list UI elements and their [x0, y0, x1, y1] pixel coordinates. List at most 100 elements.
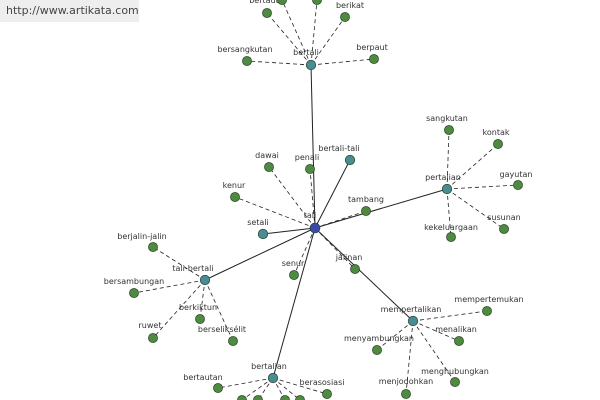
- branch-node[interactable]: [441, 183, 453, 195]
- branch-node[interactable]: [257, 228, 269, 240]
- branch-node[interactable]: [267, 372, 279, 384]
- leaf-node[interactable]: [253, 395, 263, 400]
- leaf-node[interactable]: [195, 314, 205, 324]
- leaf-label: penali: [295, 153, 319, 162]
- branch-label: bertalian: [251, 362, 287, 371]
- leaf-node[interactable]: [444, 125, 454, 135]
- edge-hub-leaf: [293, 227, 316, 276]
- leaf-node[interactable]: [361, 206, 371, 216]
- leaf-node[interactable]: [340, 12, 350, 22]
- branch-node[interactable]: [344, 154, 356, 166]
- edge-mempertalikan-leaf: [376, 320, 414, 351]
- edge-bertali-leaf: [266, 12, 312, 66]
- graph-edges: [133, 0, 519, 400]
- edge-bertali-leaf: [310, 58, 375, 66]
- leaf-node[interactable]: [213, 383, 223, 393]
- edge-bertalian-leaf: [272, 377, 301, 400]
- graph-nodes: [129, 0, 523, 400]
- leaf-label: jalinan: [335, 253, 363, 262]
- leaf-node[interactable]: [242, 56, 252, 66]
- leaf-node[interactable]: [280, 395, 290, 400]
- branch-label: mempertalikan: [381, 305, 442, 314]
- hub-node[interactable]: [309, 222, 321, 234]
- branch-label: setali: [247, 218, 269, 227]
- edge-hub-bertali-tali: [314, 159, 351, 229]
- edge-pertalian-leaf: [446, 188, 505, 230]
- leaf-node[interactable]: [264, 162, 274, 172]
- leaf-label: susunan: [487, 213, 521, 222]
- leaf-node[interactable]: [289, 270, 299, 280]
- leaf-node[interactable]: [148, 333, 158, 343]
- edge-tali-bertali-leaf: [133, 279, 206, 294]
- leaf-node[interactable]: [401, 389, 411, 399]
- edge-hub-mempertalikan: [314, 227, 414, 322]
- edge-bertali-leaf: [246, 60, 312, 66]
- leaf-label: berjalin-jalin: [117, 232, 166, 241]
- leaf-node[interactable]: [277, 0, 287, 5]
- leaf-label: berseliksélit: [198, 324, 246, 334]
- leaf-label: menyambungkan: [344, 334, 414, 343]
- leaf-node[interactable]: [262, 8, 272, 18]
- leaf-node[interactable]: [454, 336, 464, 346]
- leaf-node[interactable]: [350, 264, 360, 274]
- leaf-label: berpaut: [356, 43, 387, 52]
- leaf-node[interactable]: [295, 395, 305, 400]
- edge-bertalian-leaf: [217, 377, 274, 389]
- leaf-label: berasosiasi: [300, 378, 345, 387]
- leaf-label: kenur: [223, 181, 246, 190]
- leaf-node[interactable]: [369, 54, 379, 64]
- leaf-node[interactable]: [322, 389, 332, 399]
- branch-node[interactable]: [199, 274, 211, 286]
- leaf-node[interactable]: [493, 139, 503, 149]
- edge-bertali-leaf: [310, 0, 318, 66]
- leaf-label: bersambungan: [104, 277, 164, 286]
- leaf-node[interactable]: [513, 180, 523, 190]
- leaf-node[interactable]: [446, 232, 456, 242]
- edge-hub-setali: [262, 227, 316, 235]
- edge-pertalian-leaf: [446, 129, 450, 190]
- edge-tali-bertali-leaf: [152, 279, 206, 339]
- branch-node[interactable]: [305, 59, 317, 71]
- edge-hub-pertalian: [314, 188, 448, 229]
- leaf-node[interactable]: [148, 242, 158, 252]
- branch-label: tali-bertali: [172, 264, 213, 273]
- edge-hub-bertali: [310, 64, 316, 229]
- leaf-label: menalikan: [435, 325, 477, 334]
- leaf-label: menjodohkan: [379, 377, 433, 386]
- edge-tali-bertali-leaf: [152, 246, 206, 281]
- edge-hub-leaf: [234, 196, 316, 229]
- url-banner[interactable]: http://www.artikata.com: [0, 0, 139, 22]
- leaf-label: sangkutan: [426, 114, 468, 123]
- leaf-node[interactable]: [372, 345, 382, 355]
- leaf-node[interactable]: [237, 395, 247, 400]
- edge-mempertalikan-leaf: [412, 310, 488, 322]
- leaf-node[interactable]: [482, 306, 492, 316]
- branch-label: bertali: [293, 48, 319, 57]
- leaf-label: kontak: [483, 128, 510, 137]
- leaf-node[interactable]: [499, 224, 509, 234]
- edge-hub-tali-bertali: [204, 227, 316, 281]
- branch-label: pertalian: [425, 173, 461, 182]
- leaf-label: berikat: [336, 1, 364, 10]
- branch-node[interactable]: [407, 315, 419, 327]
- leaf-label: bertautan: [183, 373, 223, 382]
- leaf-label: senur: [282, 259, 305, 268]
- leaf-node[interactable]: [230, 192, 240, 202]
- leaf-node[interactable]: [450, 377, 460, 387]
- leaf-node[interactable]: [305, 164, 315, 174]
- edge-bertali-leaf: [310, 16, 346, 66]
- edge-hub-leaf: [268, 166, 316, 229]
- leaf-label: mempertemukan: [454, 295, 523, 304]
- leaf-node[interactable]: [312, 0, 322, 5]
- leaf-label: bersangkutan: [217, 45, 272, 54]
- leaf-node[interactable]: [129, 288, 139, 298]
- leaf-label: menghubungkan: [421, 367, 489, 376]
- hub-label: tali: [304, 211, 316, 220]
- edge-pertalian-leaf: [446, 143, 499, 190]
- edge-mempertalikan-leaf: [412, 320, 460, 342]
- leaf-node[interactable]: [228, 336, 238, 346]
- leaf-label: dawai: [255, 151, 279, 160]
- leaf-label: ruwet: [139, 321, 162, 330]
- edge-bertalian-leaf: [241, 377, 274, 400]
